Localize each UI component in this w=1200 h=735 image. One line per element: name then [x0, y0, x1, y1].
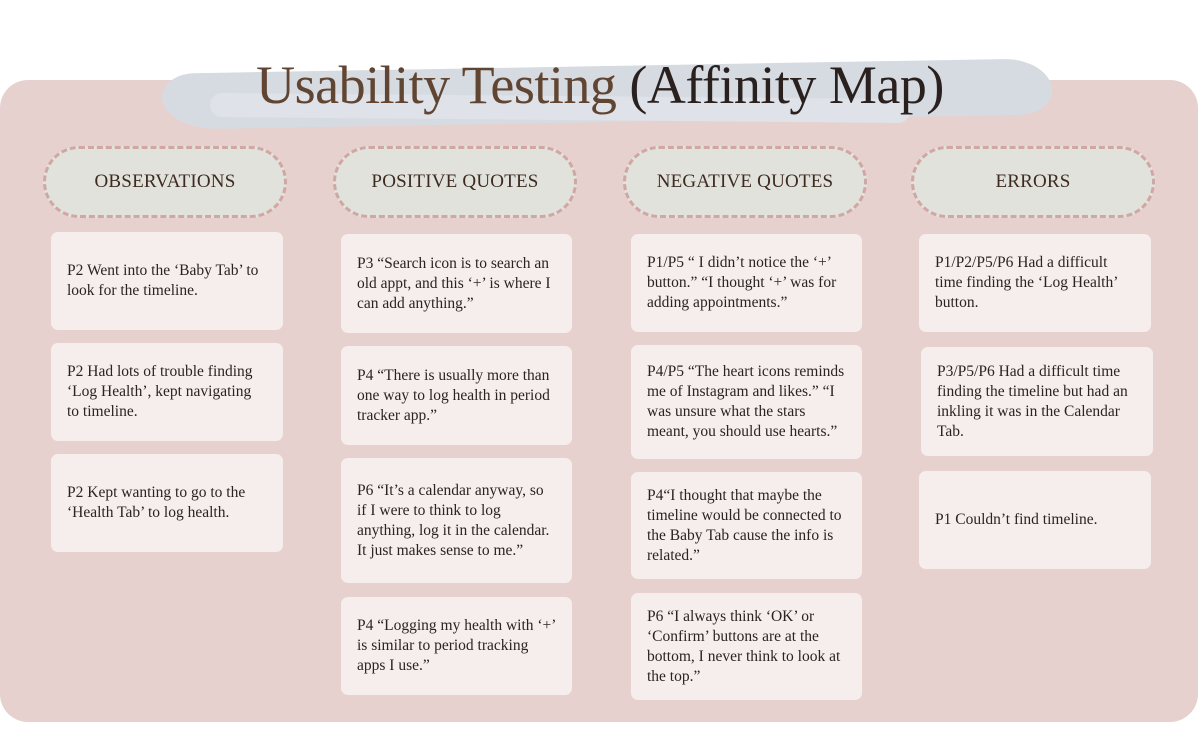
note-text: P4 “Logging my health with ‘+’ is simila… [357, 617, 556, 674]
note-text: P6 “I always think ‘OK’ or ‘Confirm’ but… [647, 607, 841, 685]
note-positive-4: P4 “Logging my health with ‘+’ is simila… [341, 597, 572, 695]
note-text: P4“I thought that maybe the timeline wou… [647, 486, 842, 564]
note-positive-1: P3 “Search icon is to search an old appt… [341, 234, 572, 333]
note-positive-2: P4 “There is usually more than one way t… [341, 346, 572, 445]
page-title: Usability Testing (Affinity Map) [0, 50, 1200, 120]
note-error-1: P1/P2/P5/P6 Had a difficult time finding… [919, 234, 1151, 332]
header-label: OBSERVATIONS [94, 171, 236, 192]
note-text: P3 “Search icon is to search an old appt… [357, 254, 551, 312]
note-negative-4: P6 “I always think ‘OK’ or ‘Confirm’ but… [631, 593, 862, 700]
header-observations: OBSERVATIONS [43, 146, 287, 218]
header-positive-quotes: POSITIVE QUOTES [333, 146, 577, 218]
note-text: P2 Had lots of trouble finding ‘Log Heal… [67, 363, 253, 420]
header-negative-quotes: NEGATIVE QUOTES [623, 146, 867, 218]
note-negative-1: P1/P5 “ I didn’t notice the ‘+’ button.”… [631, 234, 862, 332]
note-text: P2 Kept wanting to go to the ‘Health Tab… [67, 484, 246, 521]
note-negative-3: P4“I thought that maybe the timeline wou… [631, 472, 862, 579]
note-text: P1 Couldn’t find timeline. [935, 511, 1098, 528]
note-observation-1: P2 Went into the ‘Baby Tab’ to look for … [51, 232, 283, 330]
note-text: P3/P5/P6 Had a difficult time finding th… [937, 362, 1128, 440]
title-sub: (Affinity Map) [629, 55, 944, 115]
header-errors: ERRORS [911, 146, 1155, 218]
note-error-3: P1 Couldn’t find timeline. [919, 471, 1151, 569]
note-text: P6 “It’s a calendar anyway, so if I were… [357, 481, 550, 559]
note-text: P4 “There is usually more than one way t… [357, 366, 550, 424]
note-text: P4/P5 “The heart icons reminds me of Ins… [647, 363, 845, 440]
note-positive-3: P6 “It’s a calendar anyway, so if I were… [341, 458, 572, 583]
note-observation-3: P2 Kept wanting to go to the ‘Health Tab… [51, 454, 283, 552]
header-label: ERRORS [995, 171, 1071, 192]
note-text: P1/P2/P5/P6 Had a difficult time finding… [935, 254, 1118, 311]
header-label: NEGATIVE QUOTES [656, 171, 834, 192]
title-main: Usability Testing [256, 55, 617, 115]
note-text: P2 Went into the ‘Baby Tab’ to look for … [67, 262, 259, 299]
note-text: P1/P5 “ I didn’t notice the ‘+’ button.”… [647, 254, 837, 311]
header-label: POSITIVE QUOTES [371, 171, 539, 192]
note-error-2: P3/P5/P6 Had a difficult time finding th… [921, 347, 1153, 456]
note-observation-2: P2 Had lots of trouble finding ‘Log Heal… [51, 343, 283, 441]
note-negative-2: P4/P5 “The heart icons reminds me of Ins… [631, 345, 862, 459]
